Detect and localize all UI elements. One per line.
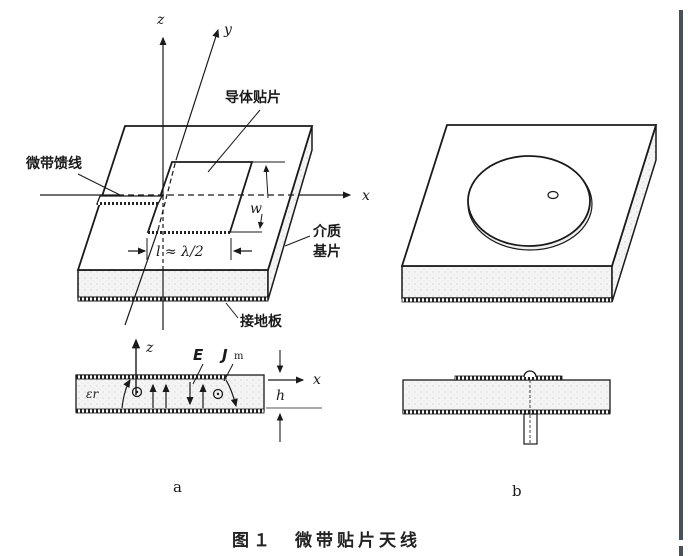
panel-a-label: a bbox=[173, 478, 182, 496]
e-field-lines bbox=[121, 378, 238, 409]
panel-b-cross-section: b bbox=[402, 370, 611, 500]
jm-symbol-left bbox=[131, 386, 143, 398]
b-cs-substrate bbox=[402, 379, 611, 414]
circular-patch bbox=[467, 155, 591, 247]
patch-edge bbox=[148, 231, 230, 234]
z-axis-label: z bbox=[156, 12, 165, 28]
epsilon-label: εr bbox=[86, 387, 99, 401]
ground-plane bbox=[77, 296, 269, 302]
panel-a-cross-section: z E J m εr x h a bbox=[75, 338, 322, 496]
jm-sub-label: m bbox=[234, 351, 244, 362]
height-label: h bbox=[276, 388, 285, 404]
panel-b-label: b bbox=[512, 482, 522, 500]
right-edge-bar-tail bbox=[679, 546, 683, 556]
right-edge-bar bbox=[679, 10, 683, 540]
jm-label: J bbox=[219, 346, 228, 364]
b-cs-ground bbox=[402, 409, 611, 415]
substrate-label-1: 介质 bbox=[312, 223, 341, 240]
feed-label: 微带馈线 bbox=[25, 155, 82, 172]
jm-symbol-right bbox=[212, 388, 224, 400]
width-label: w bbox=[250, 201, 262, 217]
x-axis-label: x bbox=[362, 188, 370, 204]
e-field-label: E bbox=[193, 346, 204, 364]
panel-a-3d: z y x w l ≈ λ/2 导体贴片 微带馈线 介质 基片 接地板 bbox=[25, 12, 370, 330]
coax-probe bbox=[523, 413, 538, 445]
cs-x-label: x bbox=[313, 372, 321, 388]
b-ground-plane bbox=[401, 297, 613, 303]
cross-section-ground bbox=[75, 408, 265, 414]
probe-head bbox=[523, 370, 537, 378]
b-cs-patch bbox=[454, 375, 563, 381]
patch-label: 导体贴片 bbox=[225, 89, 281, 106]
panel-b-3d bbox=[400, 124, 658, 303]
ground-label: 接地板 bbox=[240, 313, 283, 330]
b-substrate-front-face bbox=[401, 265, 613, 299]
cross-section-patch bbox=[75, 374, 227, 380]
y-axis bbox=[175, 28, 220, 161]
substrate-label-2: 基片 bbox=[313, 243, 341, 260]
y-axis-label: y bbox=[223, 22, 233, 38]
figure-caption: 图１ 微带贴片天线 bbox=[232, 530, 421, 551]
cs-z-label: z bbox=[145, 340, 154, 356]
feed-point bbox=[547, 190, 559, 200]
substrate-front-face bbox=[77, 269, 269, 299]
length-label: l ≈ λ/2 bbox=[156, 244, 204, 260]
